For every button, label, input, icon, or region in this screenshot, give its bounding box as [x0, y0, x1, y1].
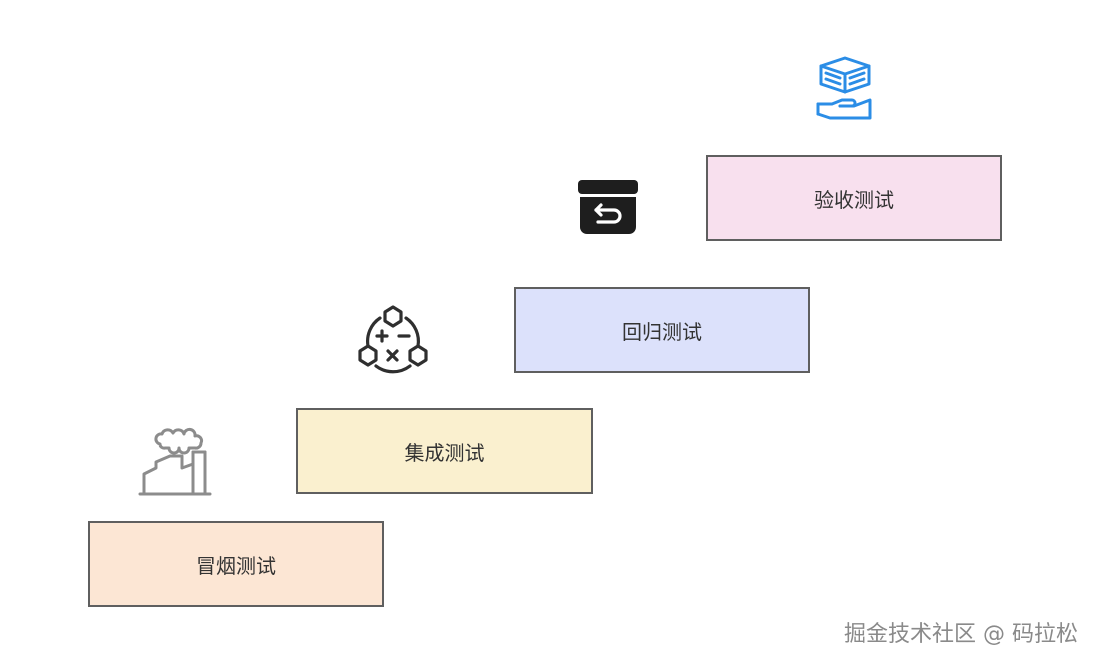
return-box-icon — [578, 180, 638, 234]
step-label-acceptance: 验收测试 — [814, 187, 894, 212]
step-label-integration: 集成测试 — [404, 440, 485, 465]
step-smoke-test: 冒烟测试 — [88, 521, 384, 607]
step-label-regression: 回归测试 — [622, 319, 702, 344]
hexagon-operations-icon — [358, 305, 428, 374]
step-regression-test: 回归测试 — [514, 287, 810, 373]
step-integration-test: 集成测试 — [296, 408, 593, 494]
watermark-text: 掘金技术社区 @ 码拉松 — [844, 622, 1078, 647]
hand-holding-box-icon — [816, 56, 872, 120]
step-acceptance-test: 验收测试 — [706, 155, 1002, 241]
factory-smoke-icon — [138, 427, 212, 496]
step-label-smoke: 冒烟测试 — [196, 553, 276, 578]
